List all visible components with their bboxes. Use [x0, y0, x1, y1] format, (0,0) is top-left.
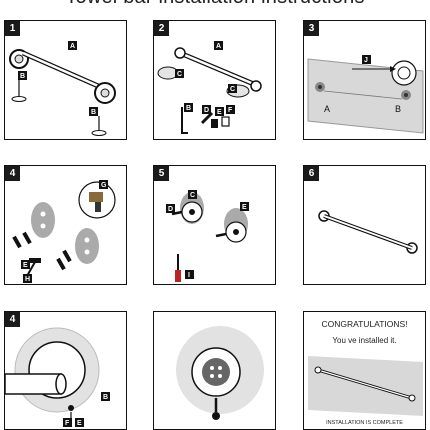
final-panel: CONGRATULATIONS! You ve installed it. IN…	[303, 311, 426, 430]
step-number: 3	[304, 21, 319, 36]
label-b: B	[20, 73, 25, 80]
step-5-panel: 5 C D E I	[153, 165, 276, 285]
step-2-illustration	[157, 41, 262, 134]
page-title: Towel bar installation instructions	[0, 0, 430, 9]
step-3-illustration	[307, 55, 424, 134]
step-4b-panel: 4 B F E	[4, 311, 127, 430]
step-2-panel: 2 A C C B D E F	[153, 20, 276, 140]
label-f: F	[228, 107, 233, 114]
label-g: G	[101, 182, 107, 189]
congrats-text: CONGRATULATIONS!	[321, 319, 408, 329]
label-c: C	[177, 71, 182, 78]
label-e: E	[242, 204, 247, 211]
label-f: F	[65, 420, 70, 427]
step-4-panel: 4 G E H	[4, 165, 127, 285]
step-6-illustration	[318, 210, 418, 254]
final-illustration	[308, 356, 423, 416]
step-3-panel: 3 J A B	[303, 20, 426, 140]
label-b: B	[186, 105, 191, 112]
step-number: 6	[304, 166, 319, 181]
step-1-panel: 1 A B B	[4, 20, 127, 140]
label-h: H	[25, 276, 30, 283]
step-4b-illustration	[5, 327, 110, 427]
label-b: B	[103, 394, 108, 401]
step-2-labels: A C C B D E F	[177, 43, 235, 116]
step-4b-labels: B F E	[65, 394, 108, 427]
label-b-2: B	[91, 109, 96, 116]
step-5b-panel	[153, 311, 276, 430]
label-i: I	[188, 272, 190, 279]
label-j: J	[364, 57, 368, 64]
label-a: A	[216, 43, 221, 50]
label-c: C	[190, 192, 195, 199]
step-1-labels: A B B	[20, 43, 96, 116]
step-number: 4	[5, 166, 20, 181]
step-number: 2	[154, 21, 169, 36]
step-6-panel: 6	[303, 165, 426, 285]
label-d: D	[168, 206, 173, 213]
step-4-labels: G E H	[23, 182, 107, 283]
step-4-illustration	[12, 180, 116, 283]
step-number: 1	[5, 21, 20, 36]
label-e: E	[23, 262, 28, 269]
label-e: E	[77, 420, 82, 427]
label-d: D	[204, 107, 209, 114]
step-5-illustration	[166, 190, 249, 282]
step-5b-illustration	[176, 326, 264, 420]
step-number: 4	[5, 312, 20, 327]
installed-text: You ve installed it.	[332, 336, 397, 345]
label-c-2: C	[230, 86, 235, 93]
label-b: B	[395, 104, 401, 114]
complete-text: INSTALLATION IS COMPLETE	[326, 420, 403, 426]
label-a: A	[324, 104, 330, 114]
step-number: 5	[154, 166, 169, 181]
label-a: A	[70, 43, 75, 50]
step-3-labels: J A B	[324, 57, 401, 114]
step-5-labels: C D E I	[168, 192, 247, 279]
label-e: E	[217, 109, 222, 116]
step-1-illustration	[9, 41, 116, 136]
